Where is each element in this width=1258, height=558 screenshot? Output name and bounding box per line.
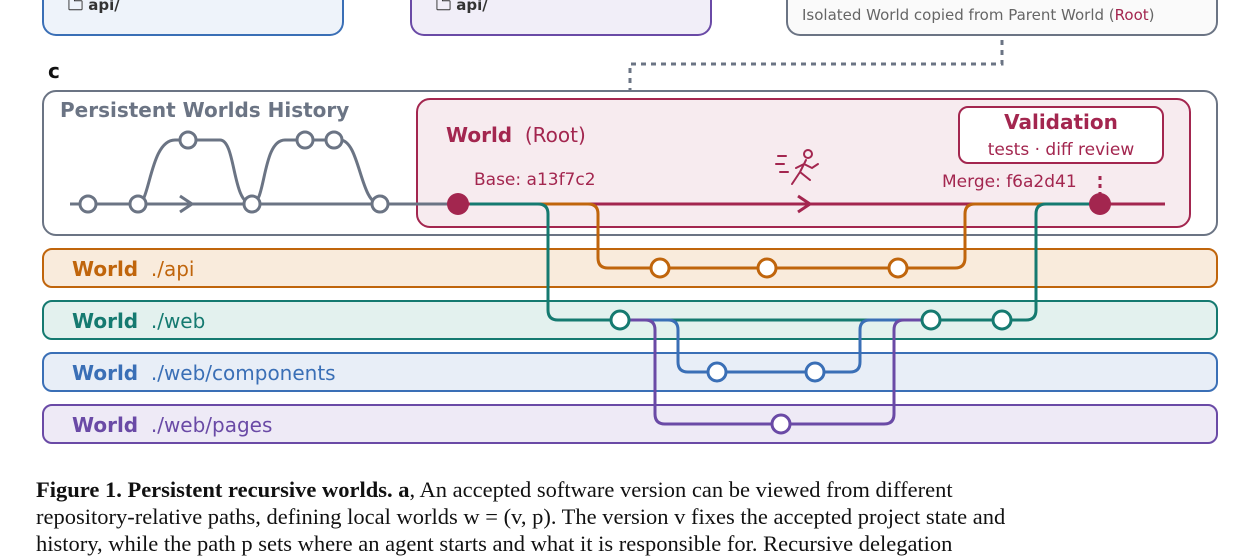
api-commit	[756, 257, 778, 279]
components-commit	[804, 361, 826, 383]
history-commit	[242, 194, 262, 214]
components-commit	[706, 361, 728, 383]
running-person-icon	[775, 149, 819, 185]
merge-commit	[1089, 193, 1111, 215]
history-commit	[370, 194, 390, 214]
history-commit	[178, 130, 198, 150]
folder-label: 🗀 api/	[68, 0, 120, 14]
isolation-connector	[628, 40, 1004, 90]
history-title: Persistent Worlds History	[60, 98, 350, 122]
pages-commit	[770, 413, 792, 435]
history-commit	[324, 130, 344, 150]
merge-label: Merge: f6a2d41	[942, 172, 1077, 192]
base-commit	[447, 193, 469, 215]
lane-pages-label: World ./web/pages	[72, 413, 273, 437]
history-commit	[128, 194, 148, 214]
lane-web-label: World ./web	[72, 309, 206, 333]
panel-letter: c	[48, 59, 60, 83]
isolated-world-note: Isolated World copied from Parent World …	[802, 6, 1155, 24]
top-left-box: 🗀 api/	[42, 0, 344, 36]
validation-box	[958, 106, 1164, 164]
root-world-title: World (Root)	[446, 123, 586, 147]
lane-components	[42, 352, 1218, 392]
history-commit	[295, 130, 315, 150]
lane-pages	[42, 404, 1218, 444]
caption-line-3: history, while the path p sets where an …	[36, 531, 953, 556]
history-commit	[78, 194, 98, 214]
validation-subtitle: tests · diff review	[987, 140, 1135, 160]
lane-api-label: World ./api	[72, 257, 195, 281]
api-branch	[470, 202, 1090, 270]
caption-line-1: Figure 1. Persistent recursive worlds. a…	[36, 477, 953, 502]
web-commit	[920, 309, 942, 331]
components-branch	[620, 318, 930, 374]
folder-label: 🗀 api/	[436, 0, 488, 14]
web-commit	[991, 309, 1013, 331]
api-commit	[887, 257, 909, 279]
web-branch	[470, 202, 1090, 322]
lane-components-label: World ./web/components	[72, 361, 336, 385]
caption-line-2: repository-relative paths, defining loca…	[36, 504, 1006, 529]
web-commit	[609, 309, 631, 331]
figure-caption: Figure 1. Persistent recursive worlds. a…	[36, 476, 1236, 557]
api-commit	[649, 257, 671, 279]
commit-graph	[70, 40, 1165, 435]
validation-title: Validation	[1004, 110, 1118, 134]
top-middle-box: 🗀 api/	[410, 0, 712, 36]
base-label: Base: a13f7c2	[474, 170, 596, 190]
top-right-box: Isolated World copied from Parent World …	[786, 0, 1218, 36]
